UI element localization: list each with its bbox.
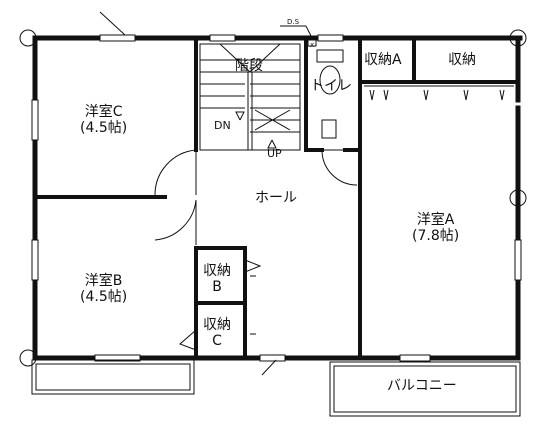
balconies <box>31 359 521 417</box>
storage-c-label: 収納 C <box>203 317 231 349</box>
storage-b-sub: B <box>212 279 222 295</box>
stairs-label: 階段 <box>235 58 263 74</box>
room-c-label: 洋室C (4.5帖) <box>80 104 127 136</box>
storage-a-label: 収納A <box>364 52 402 68</box>
stairs-treads <box>199 43 301 151</box>
columns <box>19 29 527 367</box>
toilet-fixture <box>316 49 344 139</box>
up-marker: UP <box>267 147 282 160</box>
room-a-name: 洋室A <box>416 212 455 228</box>
toilet-label: トイレ <box>310 78 352 94</box>
storage-top-label: 収納 <box>448 52 476 68</box>
storage-b-name: 収納 <box>203 263 231 279</box>
ds-marker: D.S <box>287 18 300 26</box>
ds-leader <box>280 25 317 47</box>
x-marker: x <box>310 41 315 49</box>
windows <box>31 34 522 362</box>
interior-walls <box>35 38 520 360</box>
room-b-size: (4.5帖) <box>80 289 128 305</box>
down-marker: DN <box>214 119 231 132</box>
hall-label: ホール <box>255 190 297 206</box>
room-a-label: 洋室A (7.8帖) <box>412 212 459 244</box>
room-c-name: 洋室C <box>84 104 123 120</box>
room-b-name: 洋室B <box>84 273 123 289</box>
storage-b-label: 収納 B <box>203 263 231 295</box>
balcony-label: バルコニー <box>387 378 457 394</box>
room-b-label: 洋室B (4.5帖) <box>80 273 127 305</box>
room-c-size: (4.5帖) <box>80 120 128 136</box>
door-swings <box>99 11 358 376</box>
closet-details <box>250 85 514 335</box>
storage-c-name: 収納 <box>203 317 231 333</box>
storage-c-sub: C <box>212 333 222 349</box>
outer-walls <box>32 35 523 361</box>
room-a-size: (7.8帖) <box>412 228 460 244</box>
